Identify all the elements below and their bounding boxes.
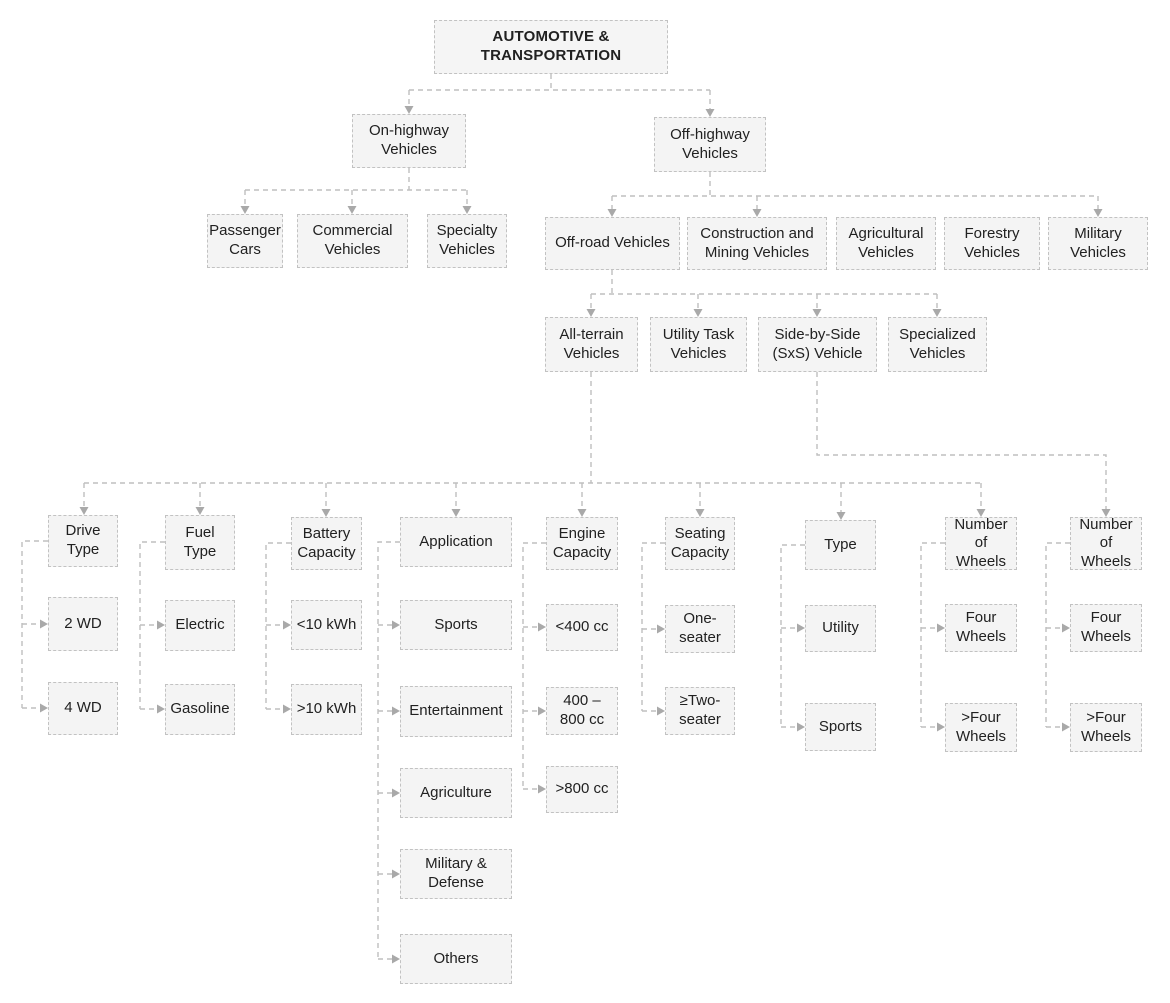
node-two-seater: ≥Two-seater: [665, 687, 735, 735]
node-specialized-vehicles: Specialized Vehicles: [888, 317, 987, 372]
node-all-terrain-vehicles: All-terrain Vehicles: [545, 317, 638, 372]
node-one-seater: One-seater: [665, 605, 735, 653]
connector-root-level2: [408, 74, 711, 109]
node-four-wheels-1: Four Wheels: [945, 604, 1017, 652]
connector-offroad-children: [590, 270, 938, 309]
node-utility: Utility: [805, 605, 876, 652]
node-agriculture: Agriculture: [400, 768, 512, 818]
bracket-seating-capacity: [641, 542, 665, 712]
node-400-800cc: 400 – 800 cc: [546, 687, 618, 735]
bracket-drive-type: [21, 540, 48, 709]
node-side-by-side-vehicle: Side-by-Side (SxS) Vehicle: [758, 317, 877, 372]
node-lt-400cc: <400 cc: [546, 604, 618, 651]
node-gt-four-wheels-2: >Four Wheels: [1070, 703, 1142, 752]
connector-onhighway-children: [244, 168, 468, 206]
node-number-of-wheels-1: Number of Wheels: [945, 516, 1017, 570]
node-engine-capacity: Engine Capacity: [546, 517, 618, 570]
node-others: Others: [400, 934, 512, 984]
node-off-highway-vehicles: Off-highway Vehicles: [654, 117, 766, 172]
node-four-wheels-2: Four Wheels: [1070, 604, 1142, 652]
node-automotive-transportation: AUTOMOTIVE & TRANSPORTATION: [434, 20, 668, 74]
node-application: Application: [400, 517, 512, 567]
node-lt-10kwh: <10 kWh: [291, 600, 362, 650]
bracket-engine-capacity: [522, 542, 546, 790]
node-specialty-vehicles: Specialty Vehicles: [427, 214, 507, 268]
node-passenger-cars: Passenger Cars: [207, 214, 283, 268]
node-battery-capacity: Battery Capacity: [291, 517, 362, 570]
node-military-defense: Military & Defense: [400, 849, 512, 899]
node-utility-task-vehicles: Utility Task Vehicles: [650, 317, 747, 372]
bracket-type: [780, 544, 805, 728]
node-application-sports: Sports: [400, 600, 512, 650]
bracket-battery-capacity: [265, 542, 291, 710]
node-construction-mining-vehicles: Construction and Mining Vehicles: [687, 217, 827, 270]
node-type: Type: [805, 520, 876, 570]
node-seating-capacity: Seating Capacity: [665, 517, 735, 570]
bracket-number-of-wheels-1: [920, 542, 945, 728]
node-gt-four-wheels-1: >Four Wheels: [945, 703, 1017, 752]
node-entertainment: Entertainment: [400, 686, 512, 737]
node-gasoline: Gasoline: [165, 684, 235, 735]
node-agricultural-vehicles: Agricultural Vehicles: [836, 217, 936, 270]
bracket-fuel-type: [139, 541, 165, 710]
node-number-of-wheels-2: Number of Wheels: [1070, 516, 1142, 570]
bracket-number-of-wheels-2: [1045, 542, 1070, 728]
node-drive-type: Drive Type: [48, 515, 118, 567]
node-military-vehicles: Military Vehicles: [1048, 217, 1148, 270]
node-type-sports: Sports: [805, 703, 876, 751]
node-electric: Electric: [165, 600, 235, 651]
node-commercial-vehicles: Commercial Vehicles: [297, 214, 408, 268]
node-forestry-vehicles: Forestry Vehicles: [944, 217, 1040, 270]
node-gt-800cc: >800 cc: [546, 766, 618, 813]
arrowhead-icons: [40, 106, 1111, 964]
node-2wd: 2 WD: [48, 597, 118, 651]
node-off-road-vehicles: Off-road Vehicles: [545, 217, 680, 270]
bracket-application: [377, 541, 400, 960]
node-4wd: 4 WD: [48, 682, 118, 735]
connector-sxs-wheels: [816, 372, 1107, 509]
connector-allterrain-categories: [83, 372, 982, 512]
node-gt-10kwh: >10 kWh: [291, 684, 362, 735]
node-on-highway-vehicles: On-highway Vehicles: [352, 114, 466, 168]
connector-offhighway-children: [611, 172, 1099, 209]
node-fuel-type: Fuel Type: [165, 515, 235, 570]
